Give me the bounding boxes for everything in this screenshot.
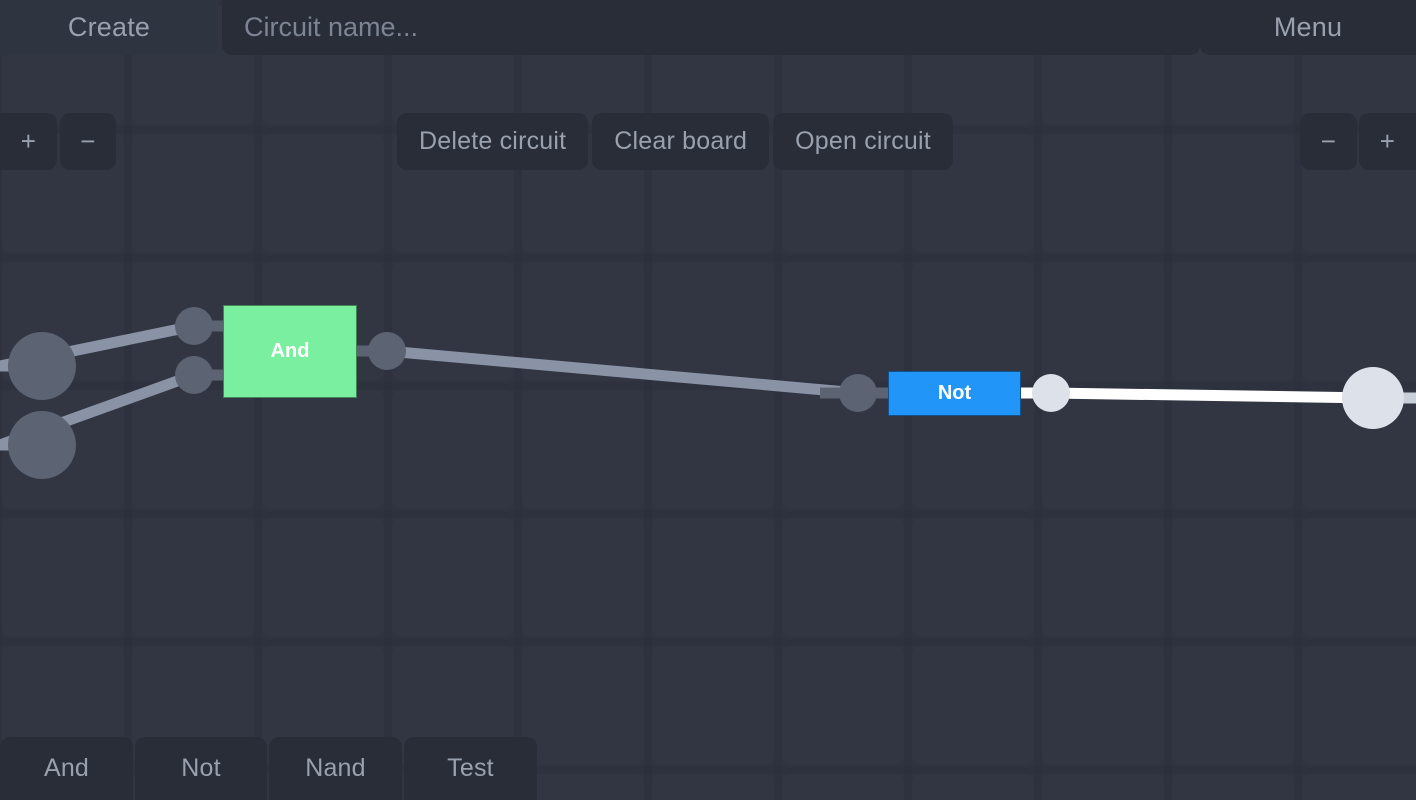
input-node[interactable]	[8, 332, 76, 400]
action-button-delete-circuit[interactable]: Delete circuit	[397, 113, 589, 170]
gate-pin[interactable]	[175, 307, 213, 345]
wire[interactable]	[1050, 387, 1374, 404]
gate-pin[interactable]	[1032, 374, 1070, 412]
top-toolbar: Create Menu	[0, 0, 1416, 55]
gate-pin[interactable]	[368, 332, 406, 370]
gate-pin[interactable]	[175, 356, 213, 394]
palette-item-and[interactable]: And	[0, 737, 133, 800]
menu-button[interactable]: Menu	[1200, 0, 1416, 55]
create-button[interactable]: Create	[0, 0, 218, 55]
palette-item-test[interactable]: Test	[404, 737, 537, 800]
zoom-out-icon[interactable]: −	[60, 113, 116, 170]
zoom-in-icon[interactable]: +	[0, 113, 57, 170]
wire[interactable]	[386, 345, 859, 399]
palette-item-nand[interactable]: Nand	[269, 737, 402, 800]
gate-and[interactable]: And	[223, 305, 357, 398]
action-button-open-circuit[interactable]: Open circuit	[773, 113, 953, 170]
input-node[interactable]	[8, 411, 76, 479]
gate-pin[interactable]	[839, 374, 877, 412]
gate-not[interactable]: Not	[888, 371, 1021, 416]
palette-item-not[interactable]: Not	[135, 737, 267, 800]
circuit-name-input[interactable]	[222, 0, 1200, 55]
zoom-out-right-icon[interactable]: −	[1300, 113, 1357, 170]
zoom-in-right-icon[interactable]: +	[1359, 113, 1416, 170]
output-node[interactable]	[1342, 367, 1404, 429]
action-button-clear-board[interactable]: Clear board	[592, 113, 770, 170]
